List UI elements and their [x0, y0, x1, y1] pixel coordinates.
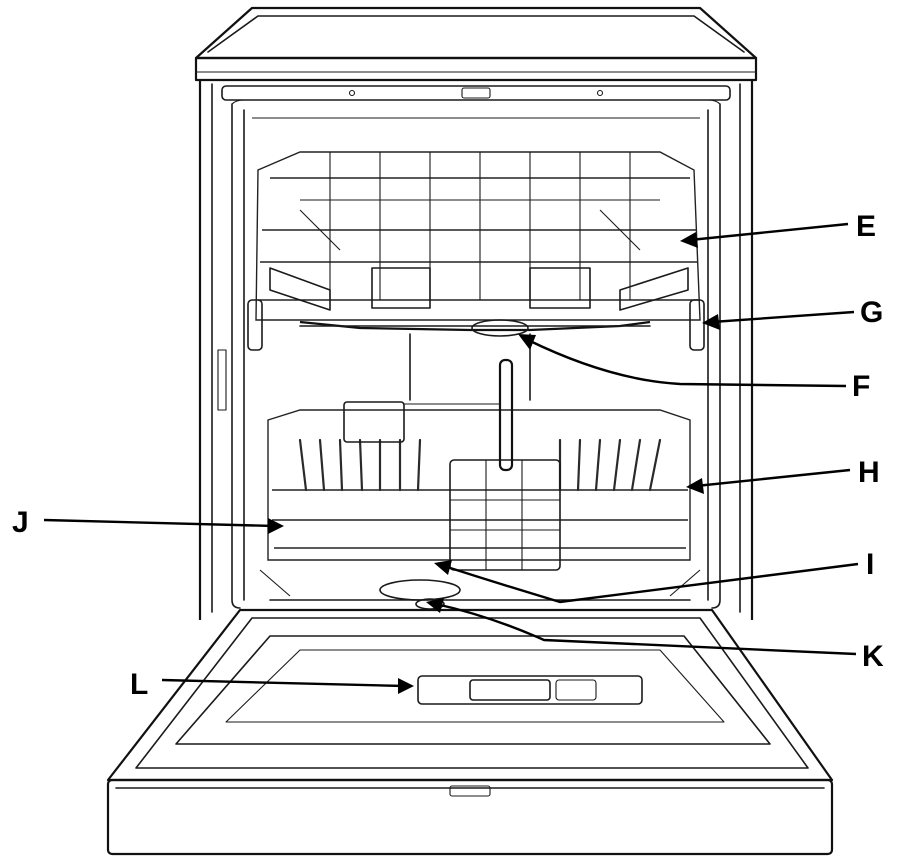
upper-rack-cup-shelves — [270, 210, 688, 310]
cutlery-basket — [450, 360, 560, 570]
callout-F: F — [518, 334, 870, 403]
upper-spray-arm — [300, 320, 650, 400]
cabinet-top — [196, 8, 756, 80]
callout-label-E: E — [856, 210, 876, 243]
callout-label-K: K — [862, 640, 884, 673]
callout-label-L: L — [130, 668, 148, 701]
open-door — [108, 610, 832, 854]
detergent-dispenser — [418, 676, 642, 704]
callout-H: H — [686, 456, 880, 494]
upper-rack-grid — [300, 152, 660, 300]
tub-floor — [260, 570, 700, 609]
callout-label-I: I — [866, 548, 874, 581]
lower-rack-tines — [300, 440, 660, 490]
callout-G: G — [702, 296, 883, 330]
callout-E: E — [680, 210, 876, 248]
callout-label-H: H — [858, 456, 880, 489]
cabinet-body — [200, 80, 752, 620]
callout-label-J: J — [12, 506, 29, 539]
callout-I: I — [434, 548, 874, 602]
callout-label-G: G — [860, 296, 883, 329]
callouts: E G F H J I K — [12, 210, 884, 701]
upper-rack — [248, 152, 704, 400]
callout-label-F: F — [852, 370, 870, 403]
lower-rack — [268, 360, 690, 570]
